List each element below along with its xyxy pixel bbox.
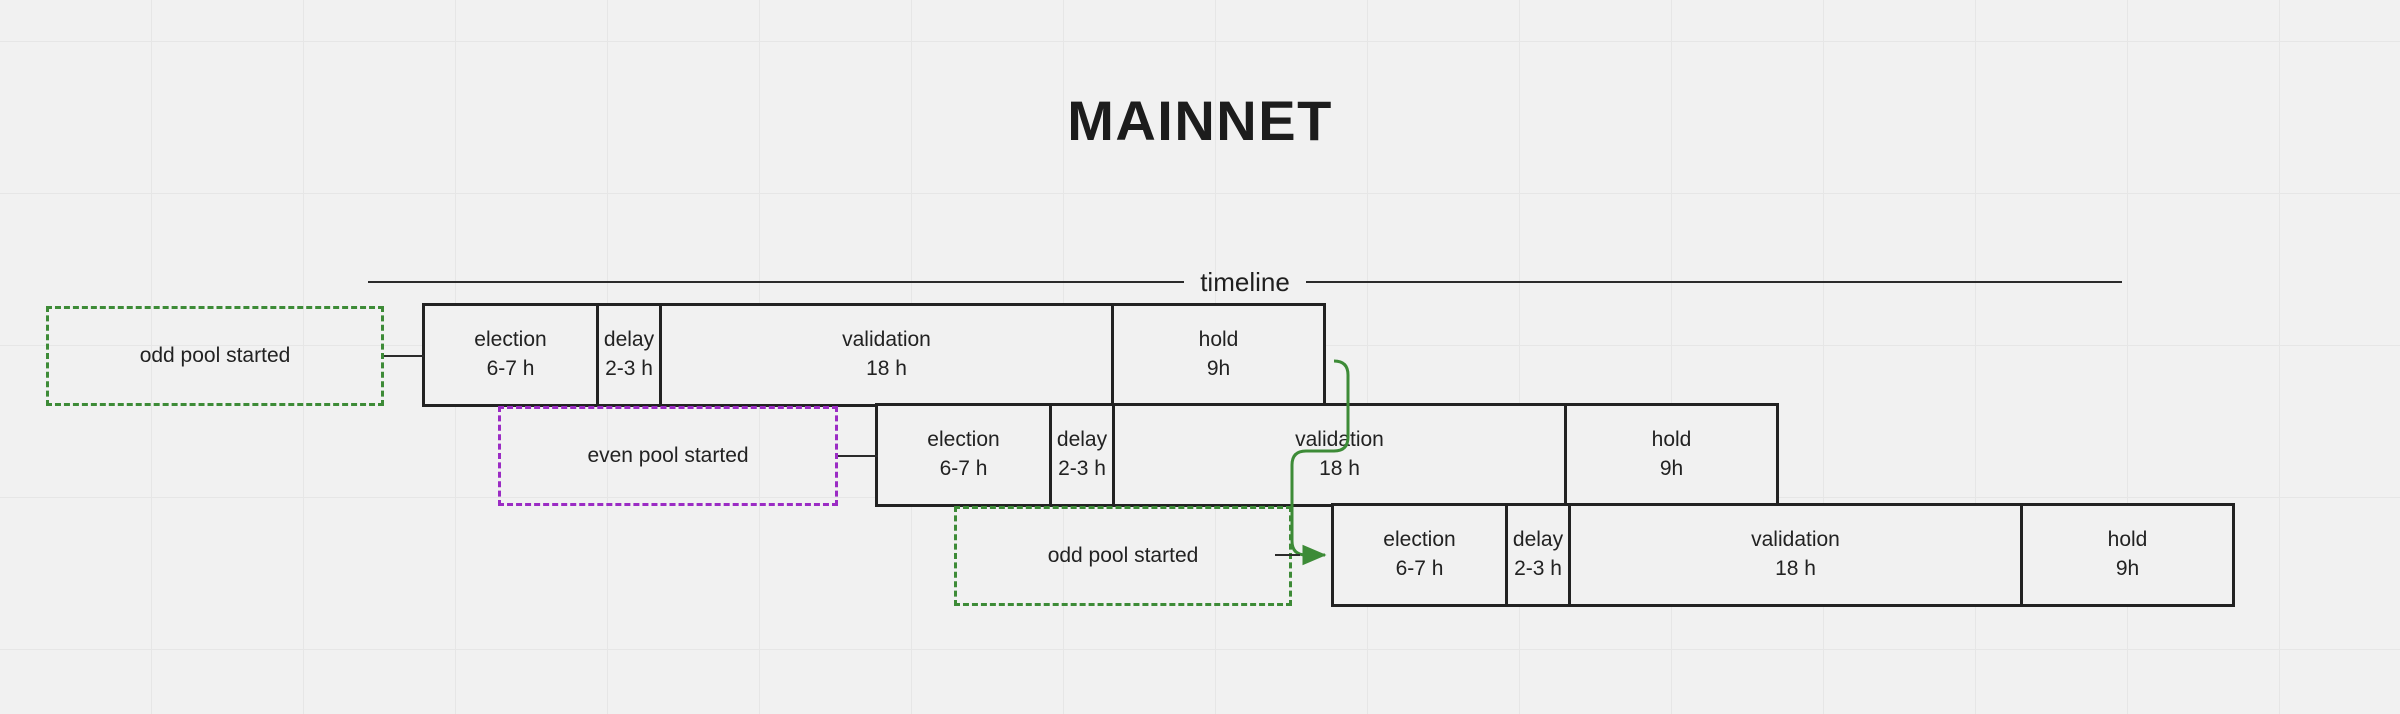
timeline-rule-right <box>1305 281 2122 283</box>
phase-duration: 18 h <box>866 357 907 380</box>
phase-delay[interactable]: delay 2-3 h <box>596 303 662 407</box>
timeline-row-3: election 6-7 h delay 2-3 h validation 18… <box>1331 503 2235 607</box>
note-label: odd pool started <box>139 344 291 367</box>
phase-election[interactable]: election 6-7 h <box>422 303 599 407</box>
note-leader-line-1 <box>384 355 424 357</box>
phase-duration: 2-3 h <box>605 357 653 380</box>
timeline-row-2: election 6-7 h delay 2-3 h validation 18… <box>875 403 1779 507</box>
phase-duration: 9h <box>1659 457 1684 480</box>
phase-name: hold <box>1651 428 1692 452</box>
note-odd-pool-started-2[interactable]: odd pool started <box>954 506 1292 606</box>
phase-validation[interactable]: validation 18 h <box>659 303 1114 407</box>
phase-duration: 9h <box>1206 357 1231 380</box>
phase-election[interactable]: election 6-7 h <box>1331 503 1508 607</box>
phase-delay[interactable]: delay 2-3 h <box>1505 503 1571 607</box>
phase-election[interactable]: election 6-7 h <box>875 403 1052 507</box>
phase-duration: 6-7 h <box>939 457 988 480</box>
phase-duration: 2-3 h <box>1514 557 1562 580</box>
phase-name: election <box>474 328 547 352</box>
phase-duration: 6-7 h <box>1395 557 1444 580</box>
phase-name: delay <box>603 328 655 352</box>
phase-name: election <box>927 428 1000 452</box>
phase-name: delay <box>1056 428 1108 452</box>
phase-name: election <box>1383 528 1456 552</box>
phase-validation[interactable]: validation 18 h <box>1568 503 2023 607</box>
note-label: even pool started <box>587 444 749 467</box>
phase-name: validation <box>1295 428 1384 452</box>
note-odd-pool-started-1[interactable]: odd pool started <box>46 306 384 406</box>
phase-hold[interactable]: hold 9h <box>2020 503 2235 607</box>
phase-name: validation <box>1751 528 1840 552</box>
phase-hold[interactable]: hold 9h <box>1564 403 1779 507</box>
phase-duration: 2-3 h <box>1058 457 1106 480</box>
phase-duration: 6-7 h <box>486 357 535 380</box>
page-title: MAINNET <box>1067 89 1333 152</box>
note-leader-line-2 <box>838 455 878 457</box>
note-even-pool-started[interactable]: even pool started <box>498 406 838 506</box>
note-label: odd pool started <box>1047 544 1199 567</box>
phase-validation[interactable]: validation 18 h <box>1112 403 1567 507</box>
phase-name: delay <box>1512 528 1564 552</box>
phase-name: validation <box>842 328 931 352</box>
timeline-row-1: election 6-7 h delay 2-3 h validation 18… <box>422 303 1326 407</box>
timeline-rule-left <box>368 281 1185 283</box>
timeline-axis: timeline <box>368 264 2122 300</box>
phase-hold[interactable]: hold 9h <box>1111 303 1326 407</box>
phase-duration: 18 h <box>1319 457 1360 480</box>
phase-duration: 18 h <box>1775 557 1816 580</box>
phase-delay[interactable]: delay 2-3 h <box>1049 403 1115 507</box>
phase-name: hold <box>1198 328 1239 352</box>
phase-duration: 9h <box>2115 557 2140 580</box>
phase-name: hold <box>2107 528 2148 552</box>
timeline-label: timeline <box>1200 267 1290 297</box>
